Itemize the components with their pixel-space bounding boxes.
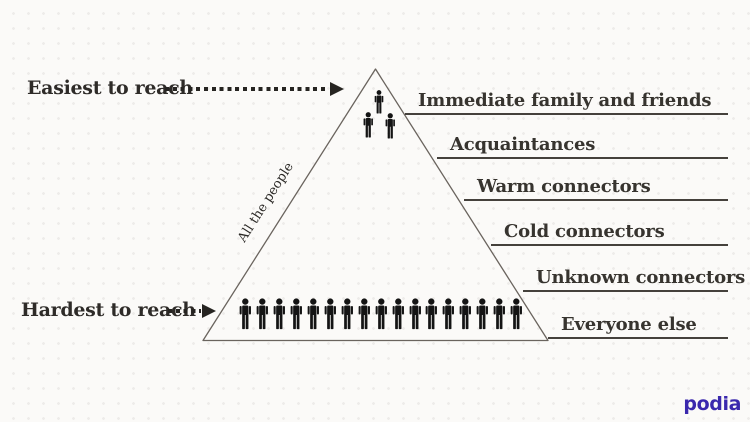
person-icon [409, 298, 421, 330]
podia-logo: podia [683, 393, 741, 415]
person-icon [460, 298, 472, 330]
person-icon [426, 298, 438, 330]
tier-acquaintances: Acquaintances [437, 132, 728, 159]
hardest-arrow-dotted-line [168, 309, 201, 313]
person-icon [341, 298, 353, 330]
person-icon [307, 298, 319, 330]
easiest-to-reach-label: Easiest to reach [27, 77, 193, 99]
person-icon [476, 298, 489, 330]
person-icon [374, 90, 384, 114]
bottom-people-row [239, 298, 523, 330]
person-icon [363, 112, 373, 138]
tier-unknown-connectors: Unknown connectors [523, 265, 745, 292]
person-icon [358, 298, 370, 330]
person-icon [385, 113, 395, 139]
hardest-arrowhead-icon [202, 304, 216, 318]
person-icon [256, 298, 268, 330]
person-icon [239, 298, 251, 330]
person-icon [375, 298, 387, 330]
top-people-group [362, 90, 410, 140]
person-icon [510, 298, 523, 330]
person-icon [290, 298, 302, 330]
person-icon [273, 298, 285, 330]
tier-everyone-else: Everyone else [548, 312, 728, 339]
easiest-arrow-dotted-line [165, 87, 328, 91]
tier-warm-connectors: Warm connectors [464, 174, 728, 201]
person-icon [324, 298, 336, 330]
tier-immediate-family-and-friends: Immediate family and friends [405, 88, 728, 115]
person-icon [392, 298, 404, 330]
hardest-to-reach-label: Hardest to reach [21, 299, 196, 321]
person-icon [443, 298, 455, 330]
easiest-arrowhead-icon [330, 82, 344, 96]
tier-cold-connectors: Cold connectors [491, 219, 728, 246]
person-icon [493, 298, 506, 330]
